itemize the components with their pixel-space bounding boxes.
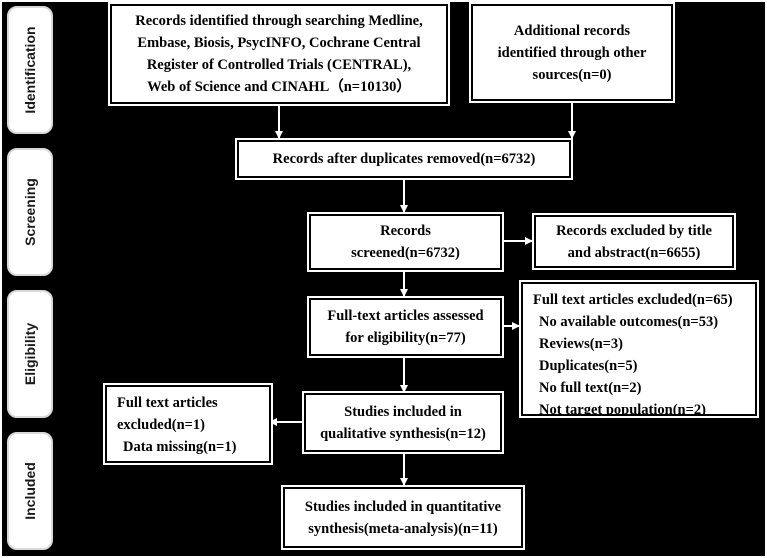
excluded-missing-box: Full text articles excluded(n=1) Data mi…	[103, 383, 273, 465]
duplicates-removed-line-1: Records after duplicates removed(n=6732)	[272, 151, 536, 167]
records-identified-line-4: Web of Science and CINAHL（n=10130）	[147, 79, 411, 95]
qualitative-synthesis-box: Studies included in qualitative synthesi…	[302, 391, 504, 454]
records-screened-line-1: Records	[380, 223, 431, 239]
records-identified-box: Records identified through searching Med…	[108, 2, 450, 106]
fulltext-excluded-item: Not target population(n=2)	[539, 402, 706, 418]
quantitative-line-1: Studies included in quantitative	[304, 498, 502, 515]
fulltext-excluded-title: Full text articles excluded(n=65)	[533, 292, 733, 308]
records-excluded-line-2: and abstract(n=6655)	[567, 244, 701, 261]
additional-records-box: Additional records identified through ot…	[469, 2, 675, 103]
additional-records-line-1: Additional records	[513, 22, 631, 39]
records-identified-line-3: Register of Controlled Trials (CENTRAL),	[146, 57, 412, 73]
fulltext-assessed-box: Full-text articles assessed for eligibil…	[307, 296, 504, 358]
additional-records-line-2: identified through other	[497, 44, 647, 61]
records-screened-box: Records screened(n=6732)	[307, 212, 504, 272]
stage-included: Included	[7, 432, 53, 550]
fulltext-excluded-item: No available outcomes(n=53)	[539, 314, 719, 330]
quantitative-synthesis-box: Studies included in quantitative synthes…	[281, 485, 525, 550]
quantitative-line-2: synthesis(meta-analysis)(n=11)	[308, 520, 498, 537]
excluded-missing-title-line-2: excluded(n=1)	[117, 417, 206, 433]
records-identified-line-1: Records identified through searching Med…	[135, 13, 423, 29]
duplicates-removed-box: Records after duplicates removed(n=6732)	[235, 138, 573, 180]
excluded-missing-item: Data missing(n=1)	[123, 439, 237, 455]
fulltext-excluded-item: Duplicates(n=5)	[539, 358, 638, 374]
records-identified-line-2: Embase, Biosis, PsycINFO, Cochrane Centr…	[137, 35, 421, 51]
excluded-missing-title-line-1: Full text articles	[117, 395, 218, 411]
fulltext-assessed-line-2: for eligibility(n=77)	[345, 330, 466, 346]
qualitative-line-1: Studies included in	[344, 403, 462, 420]
records-screened-line-2: screened(n=6732)	[351, 245, 460, 261]
records-excluded-box: Records excluded by title and abstract(n…	[532, 213, 736, 270]
fulltext-excluded-item: No full text(n=2)	[539, 380, 642, 396]
stage-screening: Screening	[7, 148, 53, 276]
stage-eligibility: Eligibility	[7, 290, 53, 418]
fulltext-assessed-line-1: Full-text articles assessed	[327, 308, 484, 324]
records-excluded-line-1: Records excluded by title	[556, 222, 712, 239]
stage-identification: Identification	[7, 6, 53, 134]
fulltext-excluded-box: Full text articles excluded(n=65) No ava…	[519, 280, 759, 418]
qualitative-line-2: qualitative synthesis(n=12)	[320, 425, 486, 442]
fulltext-excluded-item: Reviews(n=3)	[539, 336, 623, 352]
additional-records-line-3: sources(n=0)	[532, 66, 612, 83]
